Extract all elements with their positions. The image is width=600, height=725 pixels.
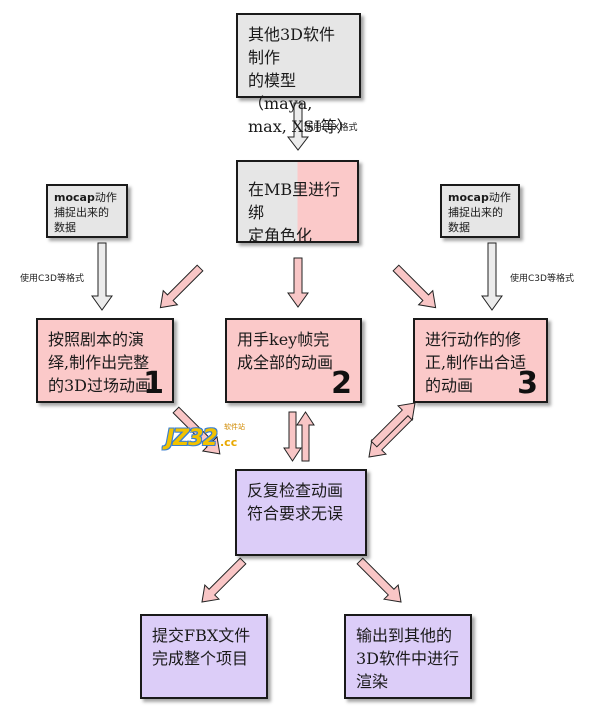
mocap-right-rest: 动作 捕捉出来的 数据 bbox=[448, 191, 511, 234]
arrow-box1-to-check bbox=[172, 406, 221, 455]
label-c3d-left: 使用C3D等格式 bbox=[20, 274, 84, 284]
arrow-check-to-box2 bbox=[296, 411, 315, 462]
node-keyframe-number: 2 bbox=[331, 366, 352, 401]
node-keyframe: 用手key帧完 成全部的动画 2 bbox=[225, 318, 362, 403]
arrow-top-to-mb bbox=[286, 102, 310, 151]
arrow-mb-to-box2 bbox=[287, 257, 309, 308]
arrow-mb-to-box1 bbox=[159, 264, 204, 309]
node-export: 输出到其他的 3D软件中进行 渲染 bbox=[344, 614, 472, 699]
node-mb-binding: 在MB里进行绑 定角色化 bbox=[236, 160, 359, 245]
label-c3d-right: 使用C3D等格式 bbox=[510, 274, 574, 284]
node-mocap-fix-text: 进行动作的修 正,制作出合适 的动画 bbox=[425, 330, 527, 395]
arrow-box2-to-check bbox=[283, 411, 302, 462]
watermark-tag: 软件站 bbox=[224, 423, 245, 431]
mocap-left-rest: 动作 捕捉出来的 数据 bbox=[54, 191, 117, 234]
node-mocap-fix: 进行动作的修 正,制作出合适 的动画 3 bbox=[413, 318, 548, 403]
arrow-check-to-submit bbox=[201, 557, 247, 603]
arrow-check-to-box3 bbox=[370, 402, 416, 448]
node-source-models-text: 其他3D软件制作 的模型（maya, max, XSI等） bbox=[248, 25, 353, 136]
watermark-brand: JZ32 bbox=[166, 426, 218, 451]
arrow-mb-to-box3 bbox=[392, 264, 437, 309]
node-keyframe-text: 用手key帧完 成全部的动画 bbox=[237, 330, 334, 372]
watermark-suffix: .cc bbox=[220, 436, 238, 449]
arrow-check-to-export bbox=[356, 557, 402, 603]
node-mocap-right: mocap动作 捕捉出来的 数据 bbox=[440, 184, 520, 238]
watermark-logo: JZ32 .cc 软件站 bbox=[166, 414, 248, 460]
node-mocap-fix-number: 3 bbox=[517, 366, 538, 401]
arrow-mocap-left-to-box1 bbox=[91, 242, 113, 311]
mocap-left-bold: mocap bbox=[54, 191, 95, 204]
node-mb-binding-text: 在MB里进行绑 定角色化 bbox=[248, 180, 341, 245]
node-cutscene: 按照剧本的演 绎,制作出完整 的3D过场动画 1 bbox=[36, 318, 174, 403]
node-submit-text: 提交FBX文件 完成整个项目 bbox=[152, 626, 251, 668]
node-check: 反复检查动画 符合要求无误 bbox=[235, 469, 367, 556]
node-export-text: 输出到其他的 3D软件中进行 渲染 bbox=[356, 626, 460, 691]
node-mocap-left: mocap动作 捕捉出来的 数据 bbox=[46, 184, 128, 238]
arrow-mocap-right-to-box3 bbox=[481, 242, 503, 311]
node-source-models: 其他3D软件制作 的模型（maya, max, XSI等） bbox=[236, 13, 361, 136]
node-check-text: 反复检查动画 符合要求无误 bbox=[247, 481, 344, 523]
node-cutscene-number: 1 bbox=[143, 366, 164, 401]
mocap-right-bold: mocap bbox=[448, 191, 489, 204]
node-submit: 提交FBX文件 完成整个项目 bbox=[140, 614, 268, 699]
label-fbx-format: 使用FBX格式 bbox=[304, 123, 358, 133]
node-cutscene-text: 按照剧本的演 绎,制作出完整 的3D过场动画 bbox=[48, 330, 152, 395]
